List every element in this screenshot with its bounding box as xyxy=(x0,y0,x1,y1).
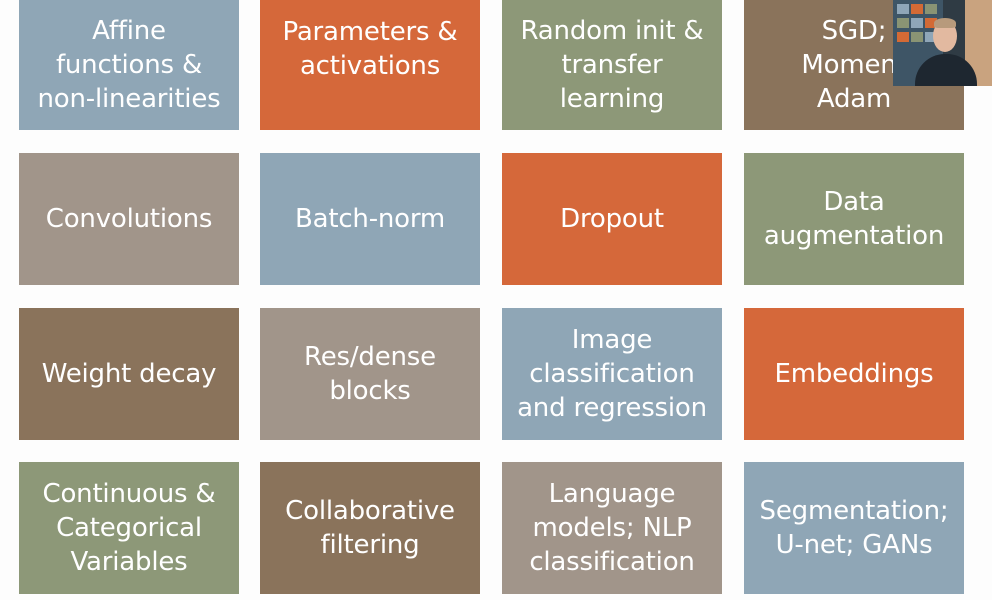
tile-label: Language models; NLP classification xyxy=(529,479,695,577)
tile-res-dense-blocks: Res/dense blocks xyxy=(260,308,480,440)
tile-collaborative-filtering: Collaborative filtering xyxy=(260,462,480,594)
tile-label: SGD; Moment Adam xyxy=(801,16,907,114)
tile-convolutions: Convolutions xyxy=(19,153,239,285)
tile-embeddings: Embeddings xyxy=(744,308,964,440)
tile-label: Weight decay xyxy=(41,359,217,389)
tile-label: Embeddings xyxy=(774,359,934,389)
tile-data-augmentation: Data augmentation xyxy=(744,153,964,285)
tile-segmentation: Segmentation; U-net; GANs xyxy=(744,462,964,594)
tile-continuous-categorical: Continuous & Categorical Variables xyxy=(19,462,239,594)
tile-random-init: Random init & transfer learning xyxy=(502,0,722,130)
tile-language-models: Language models; NLP classification xyxy=(502,462,722,594)
tile-label: Image classification and regression xyxy=(517,325,707,423)
tile-label: Data augmentation xyxy=(763,187,945,251)
tile-dropout: Dropout xyxy=(502,153,722,285)
webcam-overlay xyxy=(893,0,992,86)
tile-label: Collaborative filtering xyxy=(285,496,455,560)
tile-weight-decay: Weight decay xyxy=(19,308,239,440)
tile-parameters-activations: Parameters & activations xyxy=(260,0,480,130)
tile-batch-norm: Batch-norm xyxy=(260,153,480,285)
tile-label: Convolutions xyxy=(45,204,213,234)
tile-label: Continuous & Categorical Variables xyxy=(42,479,216,577)
tile-label: Res/dense blocks xyxy=(304,342,436,406)
tile-label: Batch-norm xyxy=(294,204,446,234)
tile-label: Random init & transfer learning xyxy=(520,16,704,114)
tile-affine-functions: Affine functions & non-linearities xyxy=(19,0,239,130)
tile-label: Dropout xyxy=(560,204,664,234)
tile-label: Parameters & activations xyxy=(282,17,458,81)
tile-label: Affine functions & non-linearities xyxy=(37,16,221,114)
presenter-hair xyxy=(934,18,956,28)
tile-image-classification: Image classification and regression xyxy=(502,308,722,440)
tile-label: Segmentation; U-net; GANs xyxy=(759,496,949,560)
